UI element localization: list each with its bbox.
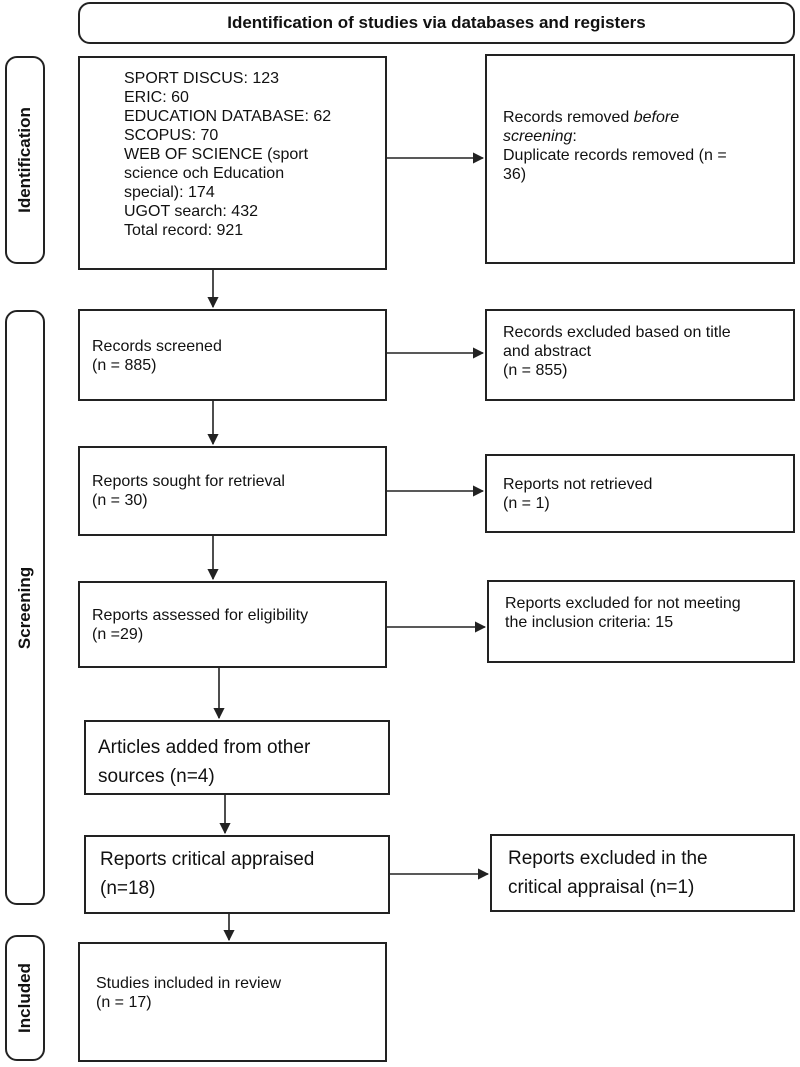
reports-assessed-box: Reports assessed for eligibility (n =29)	[78, 581, 387, 668]
reports-appraised-box: Reports critical appraised (n=18)	[84, 835, 390, 914]
excluded-title-line2: and abstract	[503, 343, 592, 360]
assessed-label: Reports assessed for eligibility	[92, 607, 309, 624]
phase-included: Included	[5, 935, 45, 1061]
removed-line1: Records removed before	[503, 109, 680, 126]
excluded-criteria-line1: Reports excluded for not meeting	[505, 595, 741, 612]
included-count: (n = 17)	[96, 994, 152, 1011]
excluded-appraisal-line1: Reports excluded in the	[508, 848, 708, 869]
source-education-database: EDUCATION DATABASE: 62	[124, 108, 332, 125]
header-title: Identification of studies via databases …	[227, 13, 646, 32]
appraised-label: Reports critical appraised	[100, 849, 315, 870]
assessed-count: (n =29)	[92, 626, 144, 643]
records-screened-box: Records screened (n = 885)	[78, 309, 387, 401]
studies-included-box: Studies included in review (n = 17)	[78, 942, 387, 1062]
removed-line4: 36)	[503, 166, 527, 183]
sought-count: (n = 30)	[92, 492, 148, 509]
source-wos-line2: science och Education	[124, 165, 285, 182]
source-ugot: UGOT search: 432	[124, 203, 258, 220]
included-label: Studies included in review	[96, 975, 281, 992]
source-eric: ERIC: 60	[124, 89, 189, 106]
not-retrieved-label: Reports not retrieved	[503, 476, 653, 493]
removed-line2: screening:	[503, 128, 577, 145]
removed-line3: Duplicate records removed (n =	[503, 147, 727, 164]
not-retrieved-count: (n = 1)	[503, 495, 550, 512]
phase-screening: Screening	[5, 310, 45, 905]
records-excluded-title-box: Records excluded based on title and abst…	[485, 309, 795, 401]
reports-sought-box: Reports sought for retrieval (n = 30)	[78, 446, 387, 536]
records-removed-box: Records removed before screening: Duplic…	[485, 54, 795, 264]
source-wos-line1: WEB OF SCIENCE (sport	[124, 146, 309, 163]
phase-identification: Identification	[5, 56, 45, 264]
excluded-title-count: (n = 855)	[503, 362, 568, 379]
excluded-appraisal-line2: critical appraisal (n=1)	[508, 877, 695, 898]
screened-label: Records screened	[92, 338, 222, 355]
reports-excluded-appraisal-box: Reports excluded in the critical apprais…	[490, 834, 795, 912]
excluded-title-line1: Records excluded based on title	[503, 324, 731, 341]
reports-not-retrieved-box: Reports not retrieved (n = 1)	[485, 454, 795, 533]
appraised-count: (n=18)	[100, 878, 156, 899]
excluded-criteria-line2: the inclusion criteria: 15	[505, 614, 674, 631]
source-scopus: SCOPUS: 70	[124, 127, 219, 144]
source-wos-line3: special): 174	[124, 184, 215, 201]
screened-count: (n = 885)	[92, 357, 157, 374]
articles-added-box: Articles added from other sources (n=4)	[84, 720, 390, 795]
added-line1: Articles added from other	[98, 737, 311, 758]
sought-label: Reports sought for retrieval	[92, 473, 285, 490]
reports-excluded-criteria-box: Reports excluded for not meeting the inc…	[487, 580, 795, 663]
added-line2: sources (n=4)	[98, 766, 215, 787]
header-banner: Identification of studies via databases …	[78, 2, 795, 44]
identification-box: SPORT DISCUS: 123 ERIC: 60 EDUCATION DAT…	[78, 56, 387, 270]
source-sport-discus: SPORT DISCUS: 123	[124, 70, 280, 87]
total-records: Total record: 921	[124, 222, 244, 239]
